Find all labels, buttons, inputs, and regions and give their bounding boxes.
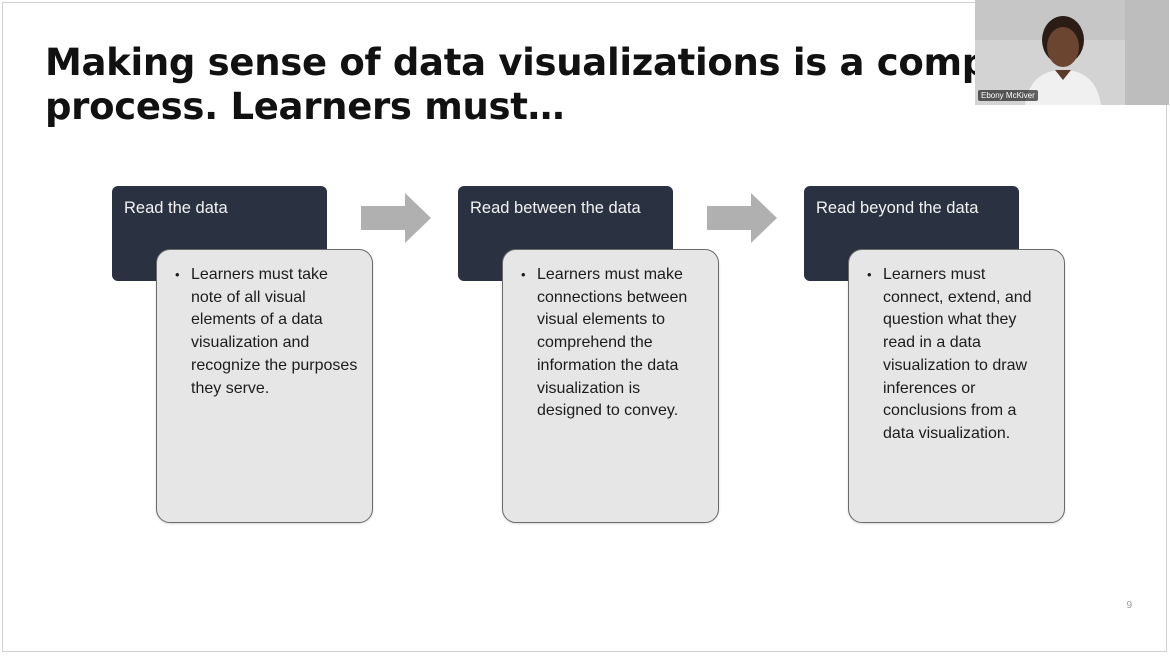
list-item: • Learners must take note of all visual … (175, 264, 358, 400)
stage-header-label: Read between the data (470, 199, 641, 217)
stage-header-label: Read the data (124, 199, 228, 217)
right-arrow-icon (707, 193, 777, 243)
stage-body-read-between-the-data: • Learners must make connections between… (502, 249, 719, 523)
stage-header-label: Read beyond the data (816, 199, 979, 217)
right-arrow-icon (361, 193, 431, 243)
slide-page-number: 9 (1126, 600, 1132, 611)
stage-body-text: Learners must take note of all visual el… (191, 266, 358, 397)
stage-bullet-list: • Learners must make connections between… (521, 264, 704, 423)
stage-body-text: Learners must make connections between v… (537, 266, 688, 420)
bullet-icon: • (521, 267, 526, 282)
list-item: • Learners must make connections between… (521, 264, 704, 423)
stage-bullet-list: • Learners must take note of all visual … (175, 264, 358, 400)
stage-bullet-list: • Learners must connect, extend, and que… (867, 264, 1050, 446)
stage-body-read-the-data: • Learners must take note of all visual … (156, 249, 373, 523)
slide-title: Making sense of data visualizations is a… (45, 41, 1049, 128)
list-item: • Learners must connect, extend, and que… (867, 264, 1050, 446)
bullet-icon: • (175, 267, 180, 282)
participant-video-tile[interactable]: Ebony McKiver (975, 0, 1169, 105)
bullet-icon: • (867, 267, 872, 282)
stage-body-read-beyond-the-data: • Learners must connect, extend, and que… (848, 249, 1065, 523)
participant-name-label: Ebony McKiver (978, 90, 1038, 101)
participant-video-feed (975, 0, 1169, 105)
stage-body-text: Learners must connect, extend, and quest… (883, 266, 1032, 442)
